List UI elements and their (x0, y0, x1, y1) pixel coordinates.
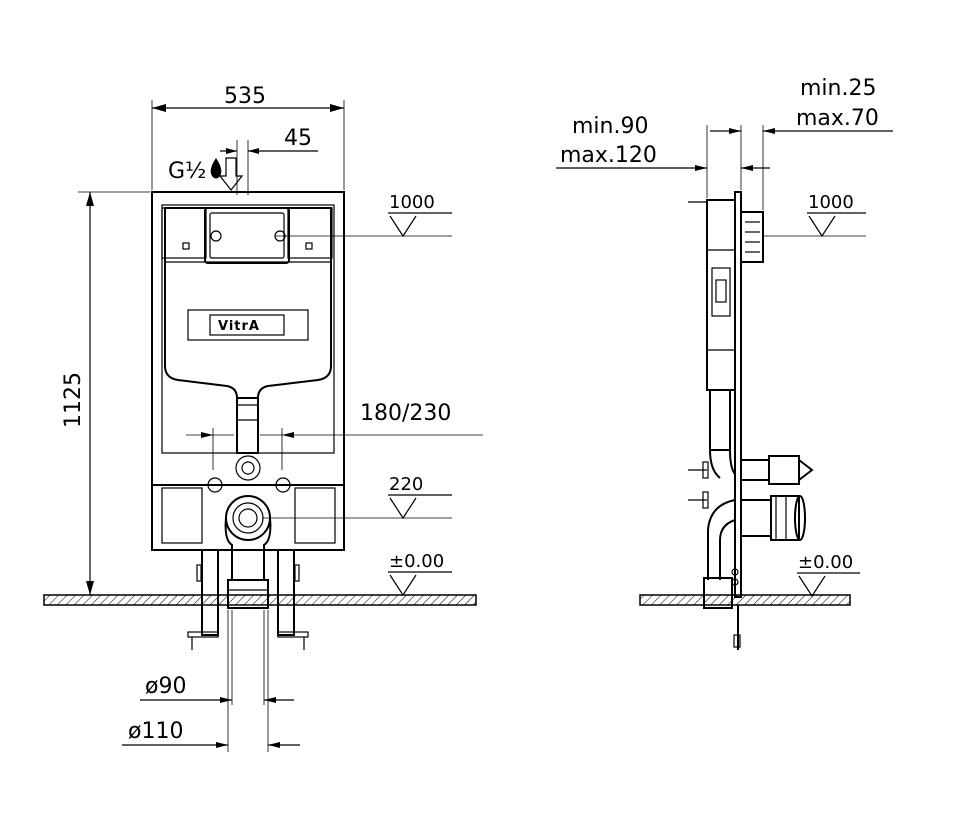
dim-min-depth: min.90 (572, 114, 648, 139)
floor-slab-front (43, 594, 477, 606)
dim-min-wall: min.25 (800, 76, 876, 101)
dim-max-depth: max.120 (560, 143, 657, 168)
level-floor-front: ±0.00 (389, 551, 444, 572)
side-view (556, 125, 893, 650)
dim-height: 1125 (61, 372, 86, 428)
dia-inner: ø90 (145, 674, 186, 699)
level-top-front: 1000 (389, 192, 435, 213)
level-top-side: 1000 (808, 192, 854, 213)
flush-plate (204, 207, 290, 264)
water-inlet-label: G½ (168, 159, 206, 184)
brand-plate (187, 309, 309, 341)
dim-max-wall: max.70 (796, 106, 879, 131)
level-outlet-front: 220 (389, 474, 423, 495)
dim-offset: 45 (284, 126, 312, 151)
down-arrow-icon (218, 157, 244, 191)
floor-slab-side (639, 594, 851, 606)
dim-pipe-spacing: 180/230 (360, 401, 451, 426)
dia-outer: ø110 (128, 719, 183, 744)
wall-connector (740, 211, 764, 263)
inlet-fitting (235, 455, 261, 481)
dim-width: 535 (224, 84, 266, 109)
level-floor-side: ±0.00 (798, 552, 853, 573)
brand-label: VitrA (218, 319, 260, 334)
front-view: VitrA (43, 100, 483, 752)
water-drop-icon (210, 158, 222, 179)
cistern-body (164, 207, 332, 399)
